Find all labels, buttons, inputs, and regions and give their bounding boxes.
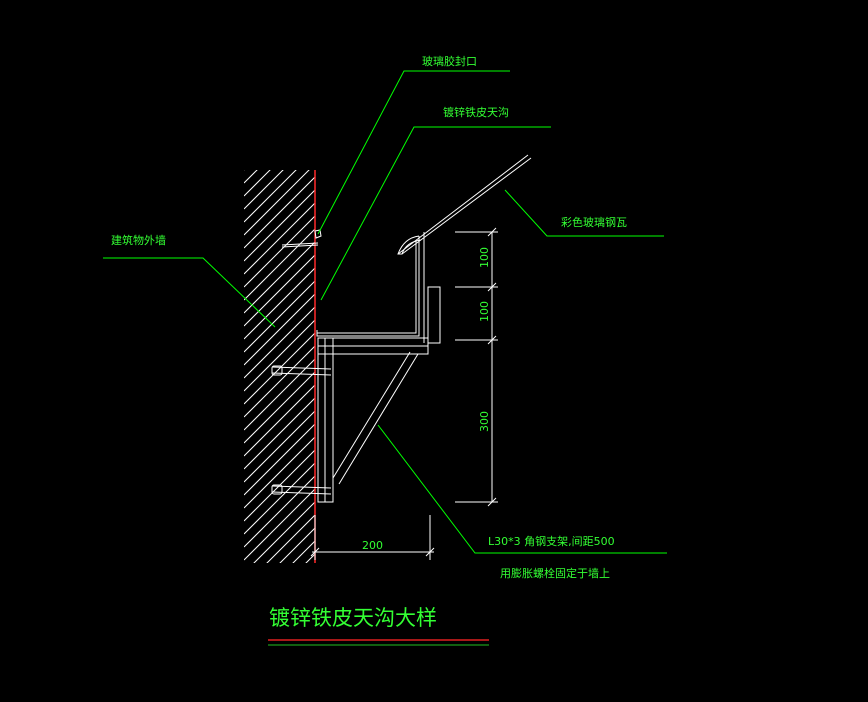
wall-hatch-line bbox=[244, 189, 315, 262]
bracket-diagonal-2 bbox=[338, 353, 419, 485]
leader-wall bbox=[103, 257, 276, 328]
label-gutter: 镀锌铁皮天沟 bbox=[443, 105, 509, 119]
wall-hatch-line bbox=[244, 202, 315, 275]
leader-bracket bbox=[377, 424, 667, 554]
wall-hatch-line bbox=[244, 332, 315, 405]
dim-text-300: 300 bbox=[478, 411, 491, 432]
dim-tick-4 bbox=[487, 497, 497, 507]
dim-tick-left bbox=[310, 547, 320, 557]
wall-hatch-line bbox=[244, 176, 315, 249]
roof-tile-line-2 bbox=[401, 157, 532, 255]
anchor-bolt-lower-1 bbox=[271, 485, 332, 489]
wall-hatch-line bbox=[244, 280, 315, 353]
top-anchor-line bbox=[281, 242, 319, 246]
gutter-side-plate bbox=[427, 286, 441, 344]
gutter-assembly bbox=[271, 154, 532, 503]
anchor-bolt-upper-head bbox=[271, 365, 283, 376]
wall-hatch-line bbox=[244, 241, 315, 314]
drawing-title: 镀锌铁皮天沟大样 bbox=[269, 606, 437, 630]
wall-hatch-line bbox=[244, 436, 315, 509]
wall-hatch-line bbox=[253, 501, 315, 563]
wall-hatch-line bbox=[244, 267, 315, 340]
wall-hatch-line bbox=[244, 358, 315, 431]
anchor-bolt-upper-1 bbox=[271, 366, 332, 370]
wall-hatch-line bbox=[244, 345, 315, 418]
dim-tick-2 bbox=[487, 282, 497, 292]
wall-hatch-line bbox=[244, 306, 315, 379]
dim-tick-3 bbox=[487, 335, 497, 345]
wall-hatch-line bbox=[292, 540, 315, 563]
anchor-bolt-lower-head bbox=[271, 484, 283, 495]
wall-hatch-line bbox=[244, 170, 310, 236]
dim-text-200: 200 bbox=[362, 539, 383, 552]
wall-hatch-line bbox=[244, 423, 315, 496]
wall-hatch-line bbox=[244, 170, 297, 223]
dim-tick-1 bbox=[487, 227, 497, 237]
gutter-profile-inner bbox=[317, 240, 417, 334]
dim-tick-right bbox=[425, 547, 435, 557]
dimension-texts: 100 100 300 200 bbox=[362, 247, 491, 552]
wall-hatch-line bbox=[244, 475, 315, 548]
top-anchor-line-2 bbox=[281, 244, 319, 248]
wall-hatch-line bbox=[279, 527, 315, 563]
bracket-diagonal-1 bbox=[332, 351, 411, 479]
wall-hatch-line bbox=[244, 488, 315, 561]
wall-hatch-line bbox=[244, 170, 284, 210]
label-wall: 建筑物外墙 bbox=[111, 233, 166, 247]
wall-hatch-line bbox=[244, 170, 271, 197]
leader-gutter bbox=[320, 126, 551, 301]
label-bracket: L30*3 角钢支架,间距500 bbox=[488, 535, 615, 548]
labels: 玻璃胶封口 镀锌铁皮天沟 彩色玻璃钢瓦 建筑物外墙 L30*3 角钢支架,间距5… bbox=[111, 54, 627, 580]
wall-hatch-line bbox=[244, 170, 245, 171]
roof-tile-line-1 bbox=[397, 154, 529, 255]
dimensions bbox=[310, 227, 498, 560]
label-bracket-fix: 用膨胀螺栓固定于墙上 bbox=[500, 566, 610, 580]
wall-hatch-line bbox=[244, 397, 315, 470]
leader-glass-sealant bbox=[317, 70, 510, 235]
dim-text-100-top: 100 bbox=[478, 247, 491, 268]
wall-hatch-line bbox=[244, 384, 315, 457]
wall-hatch-line bbox=[244, 215, 315, 288]
wall-hatch-line bbox=[244, 462, 315, 535]
label-roof-tile: 彩色玻璃钢瓦 bbox=[561, 215, 627, 229]
wall-hatch-line bbox=[244, 410, 315, 483]
leader-roof-tile bbox=[504, 189, 664, 237]
sealant-bead bbox=[314, 229, 322, 239]
wall-hatch-line bbox=[244, 170, 258, 184]
wall-hatch-line bbox=[244, 254, 315, 327]
wall-hatch-line bbox=[244, 319, 315, 392]
wall-hatch-line bbox=[244, 228, 315, 301]
label-glass-sealant: 玻璃胶封口 bbox=[422, 54, 477, 68]
wall-hatch-line bbox=[266, 514, 315, 563]
wall-hatch-line bbox=[244, 371, 315, 444]
wall-hatch-line bbox=[244, 293, 315, 366]
leaders bbox=[103, 70, 667, 554]
dim-text-100-bottom: 100 bbox=[478, 301, 491, 322]
